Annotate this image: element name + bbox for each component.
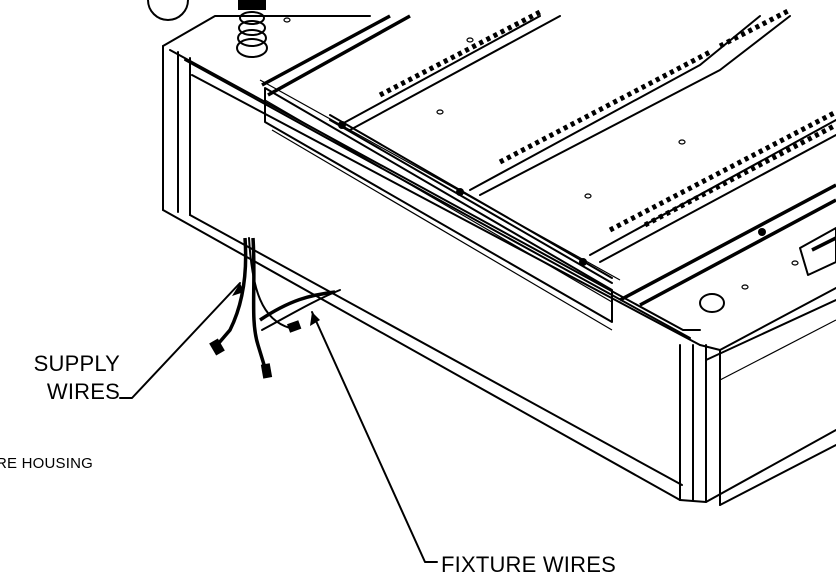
front-channel bbox=[264, 87, 613, 331]
lamp-holder-slots bbox=[378, 7, 836, 233]
housing-top-frame bbox=[162, 15, 701, 346]
fixture-wires-label: FIXTURE WIRES bbox=[441, 552, 616, 577]
wire-bundle bbox=[209, 237, 341, 379]
supply-arrowhead bbox=[232, 283, 244, 296]
fixture-wires-leader bbox=[311, 311, 438, 563]
supply-label-line2: WIRES bbox=[46, 379, 120, 404]
housing-label: RE HOUSING bbox=[0, 455, 94, 472]
mounting-holes bbox=[283, 17, 799, 313]
lamp-rails bbox=[261, 14, 836, 307]
supply-wires-leader bbox=[119, 282, 241, 399]
supply-label-line1: SUPPLY bbox=[33, 351, 120, 376]
fixture-arrowhead bbox=[310, 312, 320, 326]
ballast-bracket bbox=[799, 227, 836, 276]
housing-front-panel bbox=[162, 74, 836, 506]
callout-circle bbox=[147, 0, 189, 21]
supply-wires-label: SUPPLY WIRES bbox=[12, 350, 120, 406]
conduit-fitting bbox=[236, 0, 268, 58]
